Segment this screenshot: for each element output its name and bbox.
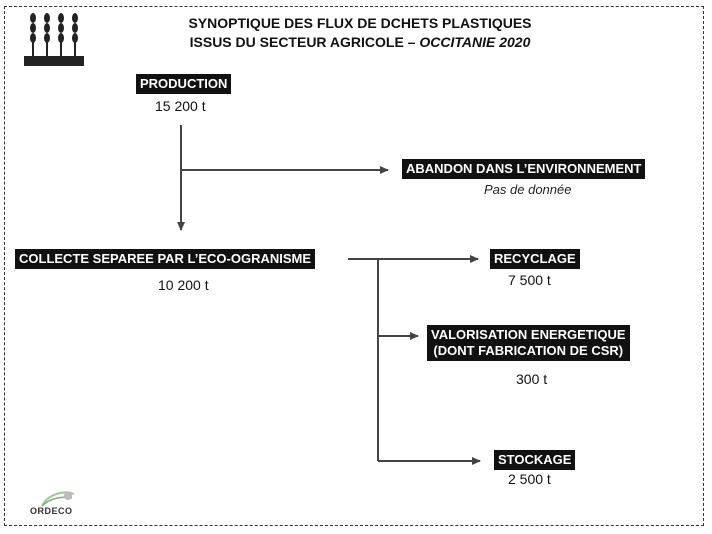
abandon-label: ABANDON DANS L’ENVIRONNEMENT — [402, 159, 646, 179]
ordeco-logo-icon — [41, 491, 75, 507]
title-line-2-main: ISSUS DU SECTEUR AGRICOLE – — [189, 34, 416, 50]
valorisation-label: VALORISATION ENERGETIQUE (DONT FABRICATI… — [427, 325, 630, 361]
diagram-title: SYNOPTIQUE DES FLUX DE DCHETS PLASTIQUES… — [150, 14, 570, 52]
stockage-value: 2 500 t — [508, 471, 551, 487]
valorisation-label-line-1: VALORISATION ENERGETIQUE — [431, 327, 626, 342]
valorisation-label-line-2: (DONT FABRICATION DE CSR) — [433, 343, 624, 358]
title-line-1: SYNOPTIQUE DES FLUX DE DCHETS PLASTIQUES — [188, 15, 532, 31]
recyclage-label: RECYCLAGE — [490, 249, 580, 269]
title-line-2: ISSUS DU SECTEUR AGRICOLE – OCCITANIE 20… — [150, 33, 570, 52]
production-label: PRODUCTION — [136, 74, 232, 94]
recyclage-value: 7 500 t — [508, 272, 551, 288]
title-line-2-italic: OCCITANIE 2020 — [419, 34, 531, 50]
diagram-frame — [4, 6, 704, 526]
stockage-label: STOCKAGE — [494, 450, 576, 470]
ordeco-logo-name: ORDECO — [30, 506, 73, 516]
production-value: 15 200 t — [155, 98, 206, 114]
abandon-note: Pas de donnée — [484, 182, 572, 197]
collecte-value: 10 200 t — [158, 277, 209, 293]
collecte-label: COLLECTE SEPAREE PAR L’ECO-OGRANISME — [15, 249, 316, 269]
wheat-icon — [24, 13, 84, 66]
valorisation-value: 300 t — [516, 371, 548, 387]
